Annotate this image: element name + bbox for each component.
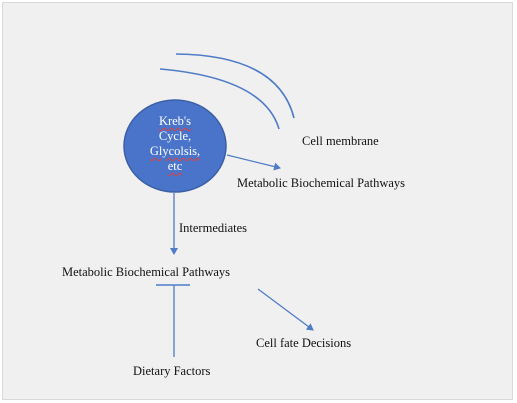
- circle-line-2: Cycle,: [158, 129, 192, 143]
- circle-line-1: Kreb's: [158, 114, 192, 128]
- diagram-panel: [2, 2, 513, 400]
- arrow-to-upper-pathways: [226, 154, 281, 171]
- arrow-to-cell-fate: [257, 288, 314, 331]
- krebs-cycle-label: Kreb's Cycle, Glycolsis, etc: [128, 114, 222, 174]
- intermediates-label: Intermediates: [179, 221, 248, 235]
- circle-line-4: etc: [167, 159, 183, 173]
- cell-membrane-outer-arc: [175, 53, 295, 119]
- cell-fate-label: Cell fate Decisions: [256, 336, 352, 350]
- metabolic-pathways-lower-label: Metabolic Biochemical Pathways: [62, 265, 231, 279]
- circle-line-3: Glycolsis,: [149, 144, 201, 158]
- cell-membrane-inner-arc: [159, 68, 280, 130]
- dietary-factors-label: Dietary Factors: [133, 364, 211, 378]
- cell-membrane-label: Cell membrane: [302, 134, 379, 148]
- krebs-cycle-circle: [123, 99, 227, 193]
- metabolic-pathways-upper-label: Metabolic Biochemical Pathways: [237, 176, 406, 190]
